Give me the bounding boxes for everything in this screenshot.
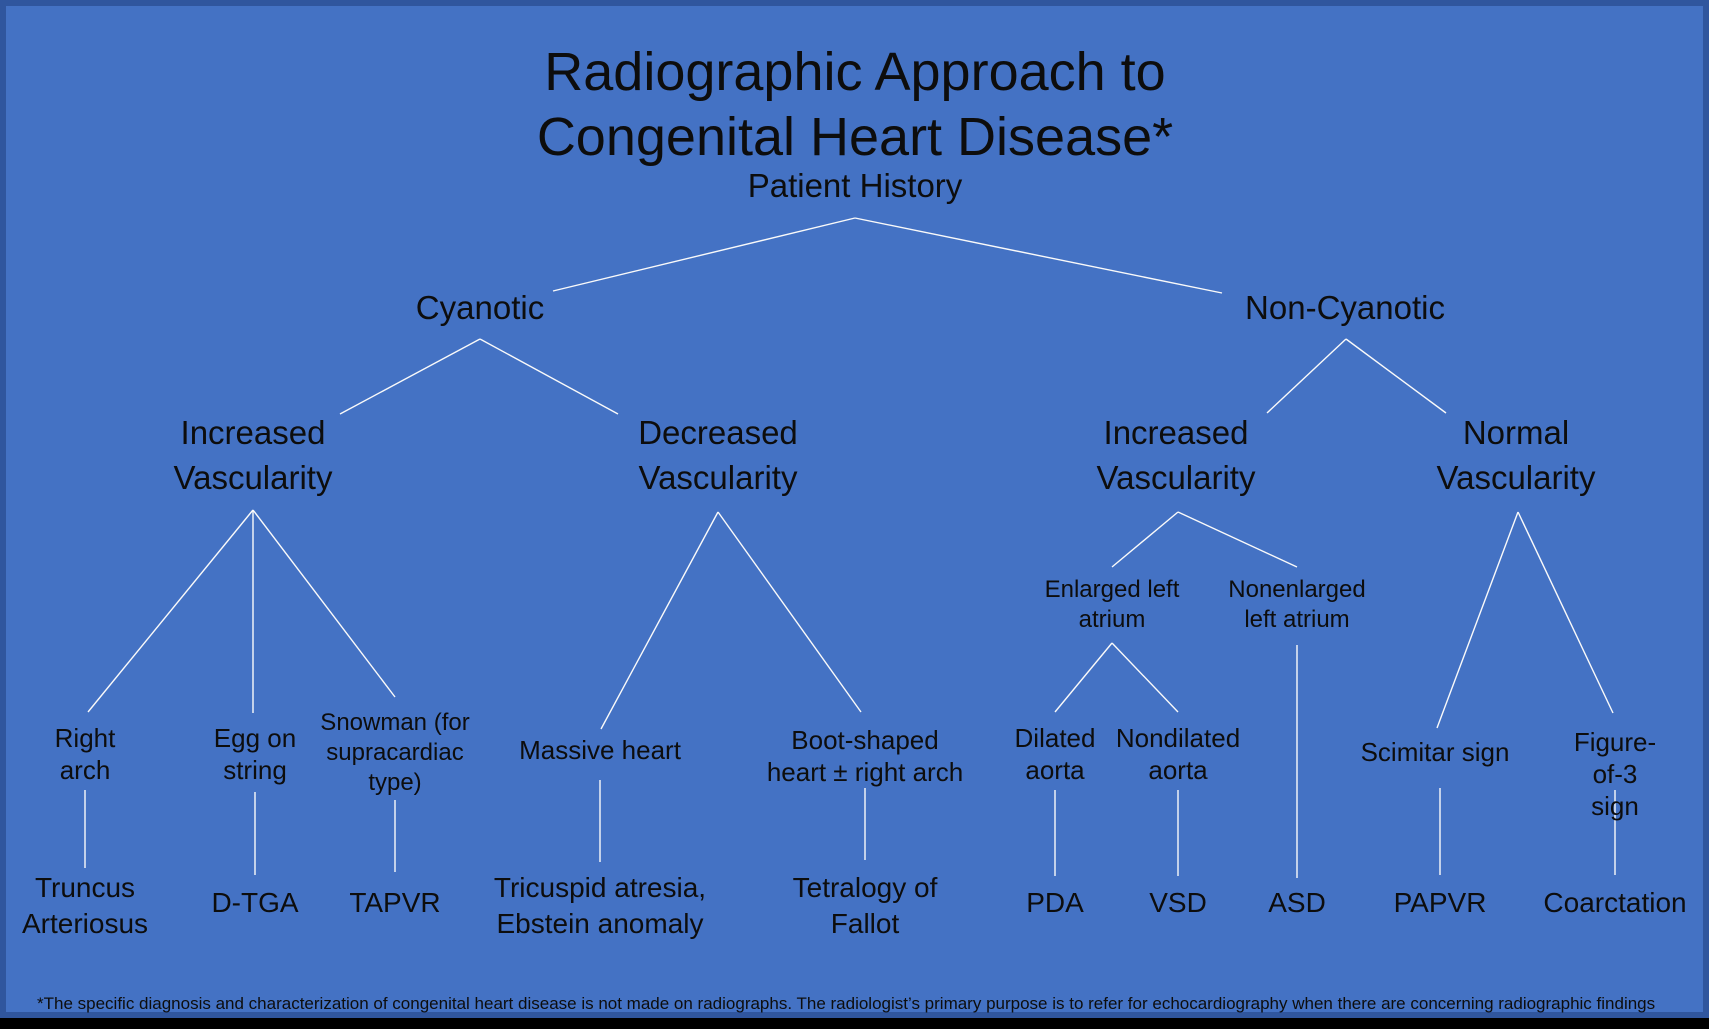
node-right-arch: Right arch <box>54 723 116 785</box>
node-nondilated-aorta: Nondilated aorta <box>1115 723 1241 785</box>
node-cyanotic-increased-vascularity: Increased Vascularity <box>173 414 333 496</box>
node-dilated-aorta: Dilated aorta <box>1014 723 1096 785</box>
node-noncyanotic-increased-vascularity: Increased Vascularity <box>1096 414 1256 496</box>
node-cyanotic: Cyanotic <box>415 289 545 326</box>
node-enlarged-left-atrium: Enlarged left atrium <box>1044 576 1180 633</box>
node-d-tga: D-TGA <box>211 887 299 918</box>
node-pda: PDA <box>1026 887 1084 918</box>
node-massive-heart: Massive heart <box>519 735 681 765</box>
footnote-text: *The specific diagnosis and characteriza… <box>37 994 1656 1013</box>
node-vsd: VSD <box>1149 887 1207 918</box>
node-non-cyanotic: Non-Cyanotic <box>1245 289 1445 326</box>
node-snowman: Snowman (for supracardiac type) <box>320 709 470 796</box>
page-title: Radiographic Approach to Congenital Hear… <box>536 42 1174 167</box>
node-tapvr: TAPVR <box>349 887 441 918</box>
node-figure-of-3-sign: Figure-of-3 sign <box>1573 727 1657 821</box>
bottom-letterbox-bar <box>0 1018 1709 1029</box>
node-asd: ASD <box>1268 887 1326 918</box>
node-patient-history: Patient History <box>747 167 963 204</box>
node-cyanotic-decreased-vascularity: Decreased Vascularity <box>638 414 798 496</box>
node-egg-on-string: Egg on string <box>213 723 297 785</box>
node-nonenlarged-left-atrium: Nonenlarged left atrium <box>1228 576 1366 633</box>
node-truncus-arteriosus: Truncus Arteriosus <box>21 872 149 939</box>
node-papvr: PAPVR <box>1393 887 1487 918</box>
node-tricuspid-atresia-ebstein: Tricuspid atresia, Ebstein anomaly <box>493 872 707 939</box>
node-scimitar-sign: Scimitar sign <box>1360 737 1510 767</box>
node-coarctation: Coarctation <box>1543 887 1687 918</box>
node-tetralogy-of-fallot: Tetralogy of Fallot <box>792 872 938 939</box>
node-normal-vascularity: Normal Vascularity <box>1436 414 1596 496</box>
node-boot-shaped-heart: Boot-shaped heart ± right arch <box>766 725 964 787</box>
